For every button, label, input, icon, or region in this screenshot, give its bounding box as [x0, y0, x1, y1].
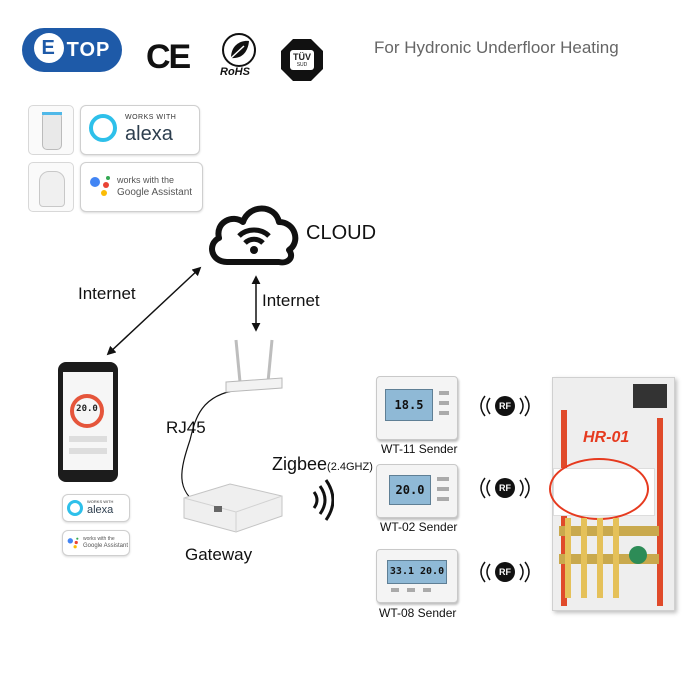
wireless-signal-icon	[312, 479, 334, 521]
tuv-mark: TÜV SUD	[280, 38, 324, 82]
alexa-ring-icon	[89, 114, 117, 142]
tuv-octagon-icon	[281, 39, 323, 81]
google-assistant-icon-small	[67, 537, 79, 549]
wt11-label: WT-11 Sender	[381, 442, 458, 456]
google-works-with: works with the	[117, 175, 175, 185]
google-name: Google Assistant	[117, 187, 193, 198]
hr01-label: HR-01	[583, 429, 630, 446]
logo-text: TOP	[66, 39, 111, 61]
google-badge-top: works with the Google Assistant	[80, 162, 203, 212]
wt02-display: 20.0	[389, 475, 431, 505]
alexa-badge-top: WORKS WITH alexa	[80, 105, 200, 155]
wt08-display: 33.1 20.0	[387, 560, 447, 584]
rf-signal-wt11: RF	[476, 394, 534, 418]
echo-speaker	[28, 105, 74, 155]
rf-waves-icon	[480, 477, 530, 499]
google-name-small: Google Assistant	[83, 543, 129, 549]
phone-dial-icon	[70, 394, 104, 428]
router-icon	[225, 339, 283, 393]
rf-badge: RF	[495, 562, 515, 582]
google-badge-bottom: works with the Google Assistant	[62, 530, 130, 556]
phone-display: 20.0	[76, 404, 98, 414]
tuv-sub-text: SUD	[296, 62, 308, 68]
rohs-text: RoHS	[220, 66, 250, 78]
rf-waves-icon	[480, 561, 530, 583]
rj45-cable	[181, 389, 239, 507]
rf-badge: RF	[495, 478, 515, 498]
cloud-icon	[209, 205, 299, 266]
rohs-leaf-icon	[222, 33, 256, 67]
internet-label-right: Internet	[262, 291, 320, 310]
zigbee-frequency: (2.4GHZ)	[327, 461, 373, 473]
internet-label-left: Internet	[78, 284, 136, 303]
alexa-badge-bottom: WORKS WITH alexa	[62, 494, 130, 522]
smartphone: 20.0	[58, 362, 118, 482]
hr01-highlight-ellipse	[549, 458, 649, 520]
alexa-works-with: WORKS WITH	[125, 114, 177, 121]
alexa-ring-icon-small	[67, 500, 83, 516]
rf-waves-icon	[480, 395, 530, 417]
wt08-label: WT-08 Sender	[379, 606, 457, 620]
ce-mark: CE	[146, 38, 191, 76]
rf-signal-wt02: RF	[476, 476, 534, 500]
zigbee-name: Zigbee	[272, 454, 328, 474]
google-works-with-small: works with the	[83, 536, 115, 542]
wt02-thermostat: 20.0	[376, 464, 458, 518]
wt11-display: 18.5	[385, 389, 433, 421]
alexa-name: alexa	[125, 123, 173, 145]
google-home-speaker	[28, 162, 74, 212]
manifold-panel	[549, 377, 675, 611]
pump-icon	[629, 546, 647, 564]
zigbee-label: Zigbee(2.4GHZ)	[272, 454, 373, 475]
alexa-name-small: alexa	[87, 504, 114, 516]
rf-badge: RF	[495, 396, 515, 416]
logo-e: E	[33, 33, 64, 63]
gateway-device-icon	[183, 483, 283, 533]
internet-arrow-phone	[106, 266, 202, 356]
tagline: For Hydronic Underfloor Heating	[374, 38, 619, 57]
rf-signal-wt08: RF	[476, 560, 534, 584]
wt02-label: WT-02 Sender	[380, 520, 458, 534]
wt08-thermostat: 33.1 20.0	[376, 549, 458, 603]
control-box	[633, 384, 667, 408]
gateway-label: Gateway	[185, 545, 253, 564]
rj45-label: RJ45	[166, 418, 206, 437]
cloud-label: CLOUD	[306, 222, 377, 244]
wt11-thermostat: 18.5	[376, 376, 458, 440]
google-assistant-icon	[90, 176, 110, 196]
alexa-works-with-small: WORKS WITH	[87, 499, 114, 504]
rohs-mark: RoHS	[218, 32, 260, 80]
tuv-text: TÜV	[293, 52, 311, 62]
